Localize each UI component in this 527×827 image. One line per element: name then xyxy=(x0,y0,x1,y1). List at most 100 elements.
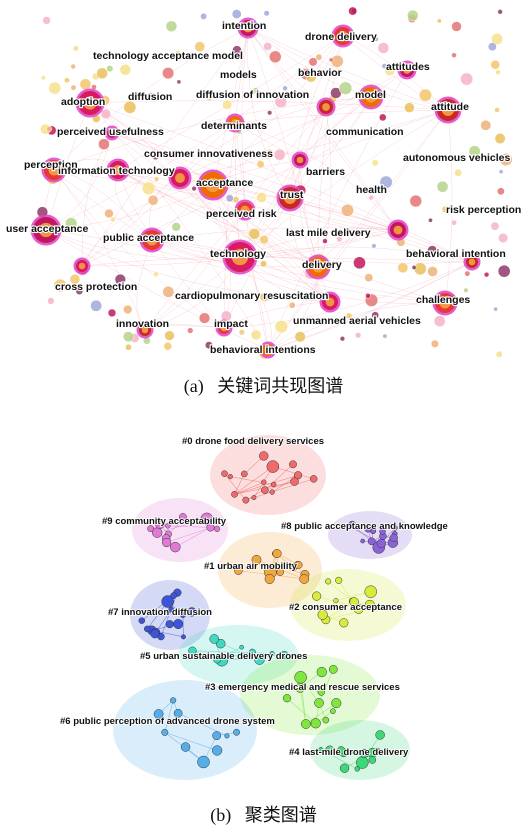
keyword-node xyxy=(104,208,114,219)
cluster-node xyxy=(328,665,338,674)
cluster-node xyxy=(339,618,349,628)
keyword-node xyxy=(411,265,417,270)
cooccurrence-link xyxy=(239,96,372,258)
keyword-node xyxy=(371,159,379,167)
keyword-node-core xyxy=(322,103,330,111)
cluster-link xyxy=(182,615,184,637)
keyword-node xyxy=(153,176,160,182)
cooccurrence-link xyxy=(117,169,446,304)
cluster-node xyxy=(289,460,297,469)
cooccurrence-link xyxy=(267,302,446,351)
keyword-node xyxy=(123,100,137,114)
keyword-node xyxy=(490,59,501,70)
keyword-node xyxy=(267,110,273,116)
keyword-node-core xyxy=(365,91,377,103)
keyword-node xyxy=(222,99,232,110)
keyword-node xyxy=(191,186,197,192)
cooccurrence-link xyxy=(53,27,249,171)
cluster-node xyxy=(234,566,243,575)
cluster-link xyxy=(264,464,294,491)
cluster-node xyxy=(325,578,332,585)
cooccurrence-link xyxy=(247,27,399,231)
keyword-node xyxy=(64,77,70,84)
cluster-node xyxy=(312,591,322,601)
cluster-node xyxy=(213,655,222,664)
keyword-node-core xyxy=(393,225,403,235)
keyword-label: model xyxy=(355,89,386,101)
cluster-node xyxy=(155,519,165,530)
keyword-node xyxy=(433,315,446,327)
keyword-node xyxy=(460,72,474,86)
cluster-node xyxy=(314,698,324,708)
cluster-node xyxy=(180,634,186,640)
cooccurrence-link xyxy=(299,159,331,303)
keyword-label: perceived risk xyxy=(206,208,277,220)
keyword-node xyxy=(194,41,206,53)
cluster-node xyxy=(179,513,187,521)
cluster-node xyxy=(339,763,350,773)
cooccurrence-link xyxy=(117,168,291,199)
cluster-link xyxy=(318,669,334,704)
cluster-node xyxy=(188,646,197,655)
keyword-node xyxy=(454,168,463,177)
keyword-node xyxy=(436,180,449,193)
cluster-node xyxy=(173,708,183,718)
cooccurrence-link xyxy=(223,261,473,329)
keyword-node-core xyxy=(439,297,451,309)
cooccurrence-link xyxy=(444,109,453,304)
cluster-node xyxy=(143,625,151,633)
cluster-node xyxy=(239,644,244,650)
keyword-node-core xyxy=(325,297,335,307)
cluster-label: #3 emergency medical and rescue services xyxy=(205,682,400,693)
cluster-node xyxy=(317,609,328,620)
keyword-node xyxy=(379,175,393,189)
cluster-link xyxy=(192,650,218,660)
cluster-link xyxy=(325,600,353,620)
cluster-node xyxy=(331,698,342,709)
keyword-node xyxy=(436,18,442,24)
keyword-node xyxy=(491,33,504,46)
keyword-node xyxy=(430,339,440,348)
keyword-node xyxy=(46,126,53,132)
cluster-label: #2 consumer acceptance xyxy=(289,602,402,613)
cluster-link xyxy=(305,702,337,725)
cooccurrence-link xyxy=(45,229,331,303)
keyword-node xyxy=(64,217,78,230)
keyword-node-core xyxy=(113,165,123,175)
cluster-label: #1 urban air mobility xyxy=(204,561,298,572)
cluster-region xyxy=(310,720,410,780)
keyword-node-core xyxy=(78,262,86,270)
keyword-node xyxy=(225,194,234,203)
keyword-node xyxy=(407,9,419,22)
keyword-label: diffusion xyxy=(128,91,172,103)
cooccurrence-link xyxy=(53,169,473,263)
cluster-node xyxy=(200,512,214,526)
keyword-node-core xyxy=(205,177,221,193)
cooccurrence-link xyxy=(267,69,408,351)
cluster-node xyxy=(276,568,284,576)
keyword-node xyxy=(53,278,68,293)
keyword-node xyxy=(106,65,114,73)
cluster-node xyxy=(168,606,175,613)
cluster-label: #7 innovation diffusion xyxy=(108,607,212,618)
cluster-region xyxy=(113,680,257,780)
keyword-node xyxy=(490,221,500,231)
cooccurrence-link xyxy=(89,102,473,263)
keyword-node xyxy=(496,187,505,196)
cluster-node xyxy=(325,745,335,755)
cooccurrence-link xyxy=(53,169,225,329)
cluster-node xyxy=(197,755,210,769)
keyword-node xyxy=(123,304,133,315)
cluster-node xyxy=(180,612,186,618)
cluster-node xyxy=(376,538,387,549)
keyword-node xyxy=(125,343,132,351)
caption-label: (b) xyxy=(210,805,232,825)
keyword-label: behavioral intention xyxy=(406,248,506,260)
keyword-node-core xyxy=(403,66,411,74)
keyword-node xyxy=(98,138,110,150)
keyword-node xyxy=(341,203,354,217)
keyword-node xyxy=(315,53,323,61)
keyword-node-core xyxy=(338,31,348,41)
keyword-node xyxy=(499,152,513,167)
cluster-node xyxy=(147,525,155,532)
